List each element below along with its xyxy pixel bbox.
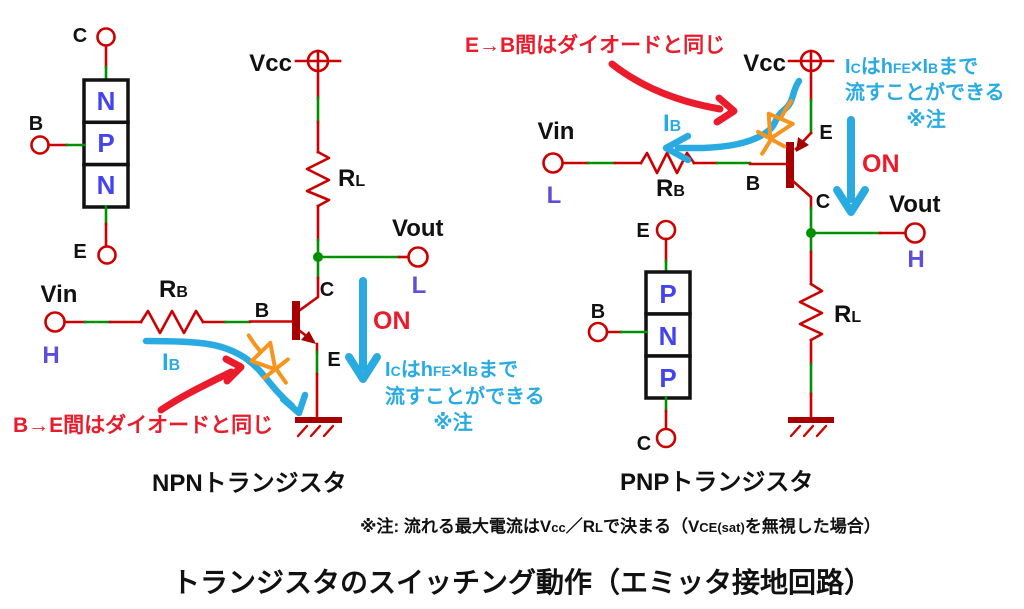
npn-vin-label: Vin [41, 281, 78, 308]
npn-vin-level: H [42, 342, 59, 369]
npn-vcc-label: Vcc [249, 50, 292, 77]
pnp-collector-wire-diagonal [792, 180, 813, 210]
npn-vout-terminal [407, 246, 429, 268]
pnp-ib-current-arrowhead [662, 132, 692, 164]
npn-transistor-bar [292, 301, 300, 340]
pnp-structure-emitter-label: E [636, 220, 649, 242]
pnp-layer-box-3 [644, 354, 692, 400]
pnp-vin-terminal [542, 152, 564, 174]
npn-layer-2-label: P [97, 128, 114, 158]
pnp-ic-note-ref: ※注 [906, 107, 945, 131]
npn-ic-note-line2: 流すことができる [385, 384, 545, 408]
npn-layer-3-label: N [97, 170, 116, 200]
npn-structure-base-label: B [29, 113, 43, 135]
pnp-vin-level: L [547, 182, 562, 209]
npn-ib-current-arrow [142, 337, 296, 410]
npn-rb-label: RB [159, 276, 188, 303]
npn-structure-base-terminal [30, 135, 50, 155]
pnp-layer-3-label: P [659, 363, 676, 393]
npn-emitter-label: E [327, 349, 340, 371]
npn-vout-level: L [412, 272, 427, 299]
pnp-structure-collector-terminal [655, 427, 677, 449]
npn-layer-box-2 [82, 120, 130, 167]
pnp-structure-collector-label: C [637, 433, 651, 455]
npn-rl-label: RL [338, 165, 365, 192]
pnp-transistor-bar [786, 142, 794, 188]
npn-layer-box-3 [82, 162, 130, 209]
pnp-ic-note-line2: 流すことができる [845, 80, 1005, 104]
npn-structure-emitter-label: E [73, 241, 86, 263]
npn-caption: NPNトランジスタ [152, 470, 347, 497]
pnp-on-label: ON [862, 150, 900, 178]
pnp-rb-label: RB [656, 175, 685, 202]
npn-on-label: ON [373, 307, 411, 335]
page-title: トランジスタのスイッチング動作（エミッタ接地回路） [172, 566, 872, 598]
npn-ic-note-ref: ※注 [433, 410, 472, 434]
pnp-base-label: B [746, 173, 760, 195]
pnp-rl-label: RL [834, 301, 861, 328]
npn-structure-diagram: C N P N B E [29, 25, 130, 265]
npn-ground-symbol [295, 417, 342, 438]
pnp-circuit: E→B間はダイオードと同じ Vcc E C Vout H RL [465, 33, 1005, 496]
pnp-ic-note-line1: ICはhFE×IBまで [845, 55, 978, 78]
pnp-rb-resistor [639, 151, 696, 175]
footnote: ※注: 流れる最大電流はVcc／RLで決まる（VCE(sat)を無視した場合） [360, 516, 881, 536]
npn-vout-label: Vout [392, 215, 444, 242]
npn-emitter-arrowhead [301, 331, 316, 344]
npn-vin-terminal [44, 311, 66, 333]
pnp-structure-emitter-terminal [655, 219, 677, 241]
pnp-layer-2-label: N [659, 321, 678, 351]
npn-ib-current-arrowhead [279, 391, 309, 417]
npn-structure-collector-terminal [96, 27, 116, 47]
pnp-diode-note-arrowhead [713, 94, 738, 126]
pnp-vout-level: H [907, 246, 924, 273]
pnp-diode-sketch [756, 99, 795, 156]
pnp-vout-label: Vout [889, 191, 941, 218]
pnp-on-arrowhead [833, 186, 869, 216]
npn-collector-label: C [320, 279, 334, 301]
pnp-diode-note: E→B間はダイオードと同じ [465, 33, 725, 57]
npn-diode-note: B→E間はダイオードと同じ [13, 413, 273, 437]
pnp-rl-resistor [798, 282, 824, 342]
pnp-vout-terminal [904, 222, 926, 244]
pnp-ib-current-arrow [674, 77, 803, 152]
npn-rb-resistor [139, 309, 205, 335]
pnp-structure-diagram: E P N P B C [587, 219, 692, 455]
npn-ic-note-line1: ICはhFE×IBまで [385, 358, 518, 381]
npn-vcc-terminal [294, 49, 342, 100]
npn-ib-label: IB [162, 349, 180, 376]
pnp-emitter-arrowhead [796, 137, 809, 152]
pnp-structure-base-terminal [587, 321, 609, 343]
pnp-ground-symbol [788, 417, 834, 438]
npn-rl-resistor [305, 150, 331, 208]
pnp-vcc-terminal [787, 49, 835, 102]
npn-circuit: Vcc RL Vout L C E Vin [13, 49, 545, 497]
npn-collector-wire [298, 276, 320, 312]
pnp-layer-box-1 [644, 270, 692, 316]
pnp-ib-label: IB [663, 110, 681, 137]
npn-on-arrowhead [345, 353, 381, 383]
pnp-collector-label: C [816, 191, 830, 213]
npn-structure-collector-label: C [73, 25, 87, 47]
npn-diode-note-arrowhead [222, 355, 245, 385]
npn-layer-1-label: N [97, 86, 116, 116]
pnp-caption: PNPトランジスタ [620, 469, 813, 496]
pnp-layer-box-2 [644, 312, 692, 358]
npn-diode-sketch [246, 333, 290, 385]
pnp-emitter-label: E [819, 122, 832, 144]
npn-base-label: B [255, 300, 269, 322]
npn-diode-note-arrow [157, 368, 235, 414]
pnp-structure-base-label: B [591, 301, 605, 323]
pnp-vin-label: Vin [538, 118, 575, 145]
pnp-vcc-label: Vcc [743, 50, 786, 77]
pnp-diode-note-arrow [608, 60, 724, 113]
npn-structure-emitter-terminal [97, 245, 117, 265]
pnp-layer-1-label: P [659, 279, 676, 309]
